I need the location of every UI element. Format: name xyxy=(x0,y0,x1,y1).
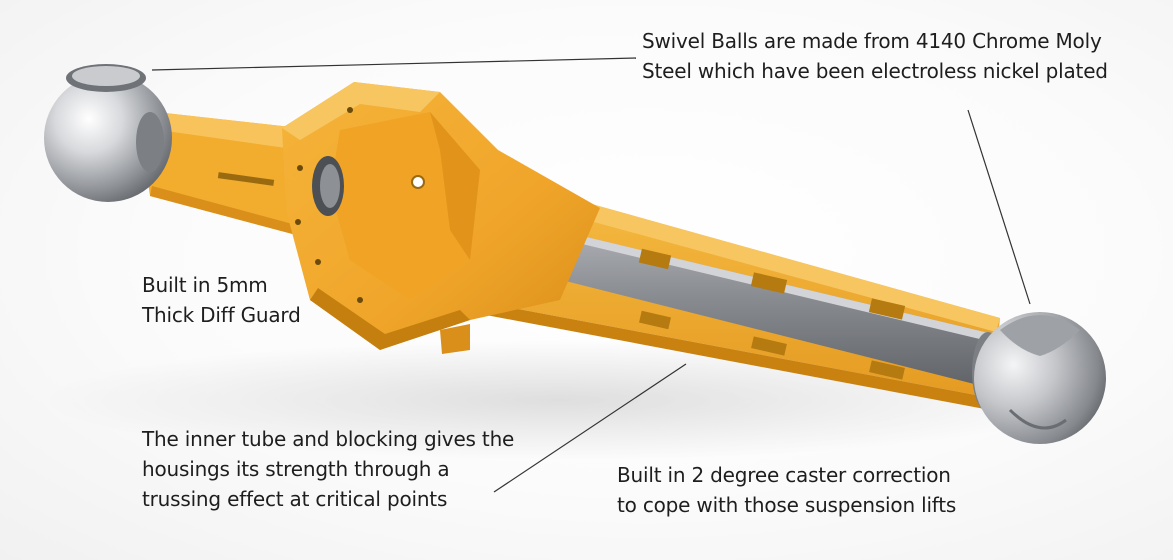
diff-guard-line-1: Built in 5mm xyxy=(142,273,268,297)
caster-line-2: to cope with those suspension lifts xyxy=(617,493,957,517)
inner-tube xyxy=(490,214,1010,392)
diff-housing xyxy=(282,82,600,354)
swivel-left-leader-line xyxy=(151,57,637,71)
caster-line-1: Built in 2 degree caster correction xyxy=(617,463,951,487)
swivel-balls-line-1: Swivel Balls are made from 4140 Chrome M… xyxy=(642,29,1102,53)
inner-tube-line-3: trussing effect at critical points xyxy=(142,487,448,511)
inner-tube-callout: The inner tube and blocking gives the ho… xyxy=(142,424,514,514)
inner-tube-line-1: The inner tube and blocking gives the xyxy=(142,427,515,451)
right-swivel-ball xyxy=(972,312,1106,444)
tube-slot xyxy=(217,172,275,186)
inner-tube-line-2: housings its strength through a xyxy=(142,457,450,481)
inner-tube-leader-line xyxy=(493,363,687,493)
diff-guard-callout: Built in 5mm Thick Diff Guard xyxy=(142,270,301,330)
swivel-right-leader-line xyxy=(967,109,1031,305)
diff-guard-line-2: Thick Diff Guard xyxy=(142,303,301,327)
left-axle-tube xyxy=(138,110,300,236)
caster-callout: Built in 2 degree caster correction to c… xyxy=(617,460,956,520)
swivel-balls-callout: Swivel Balls are made from 4140 Chrome M… xyxy=(642,26,1108,86)
left-swivel-ball xyxy=(44,64,172,202)
swivel-balls-line-2: Steel which have been electroless nickel… xyxy=(642,59,1108,83)
